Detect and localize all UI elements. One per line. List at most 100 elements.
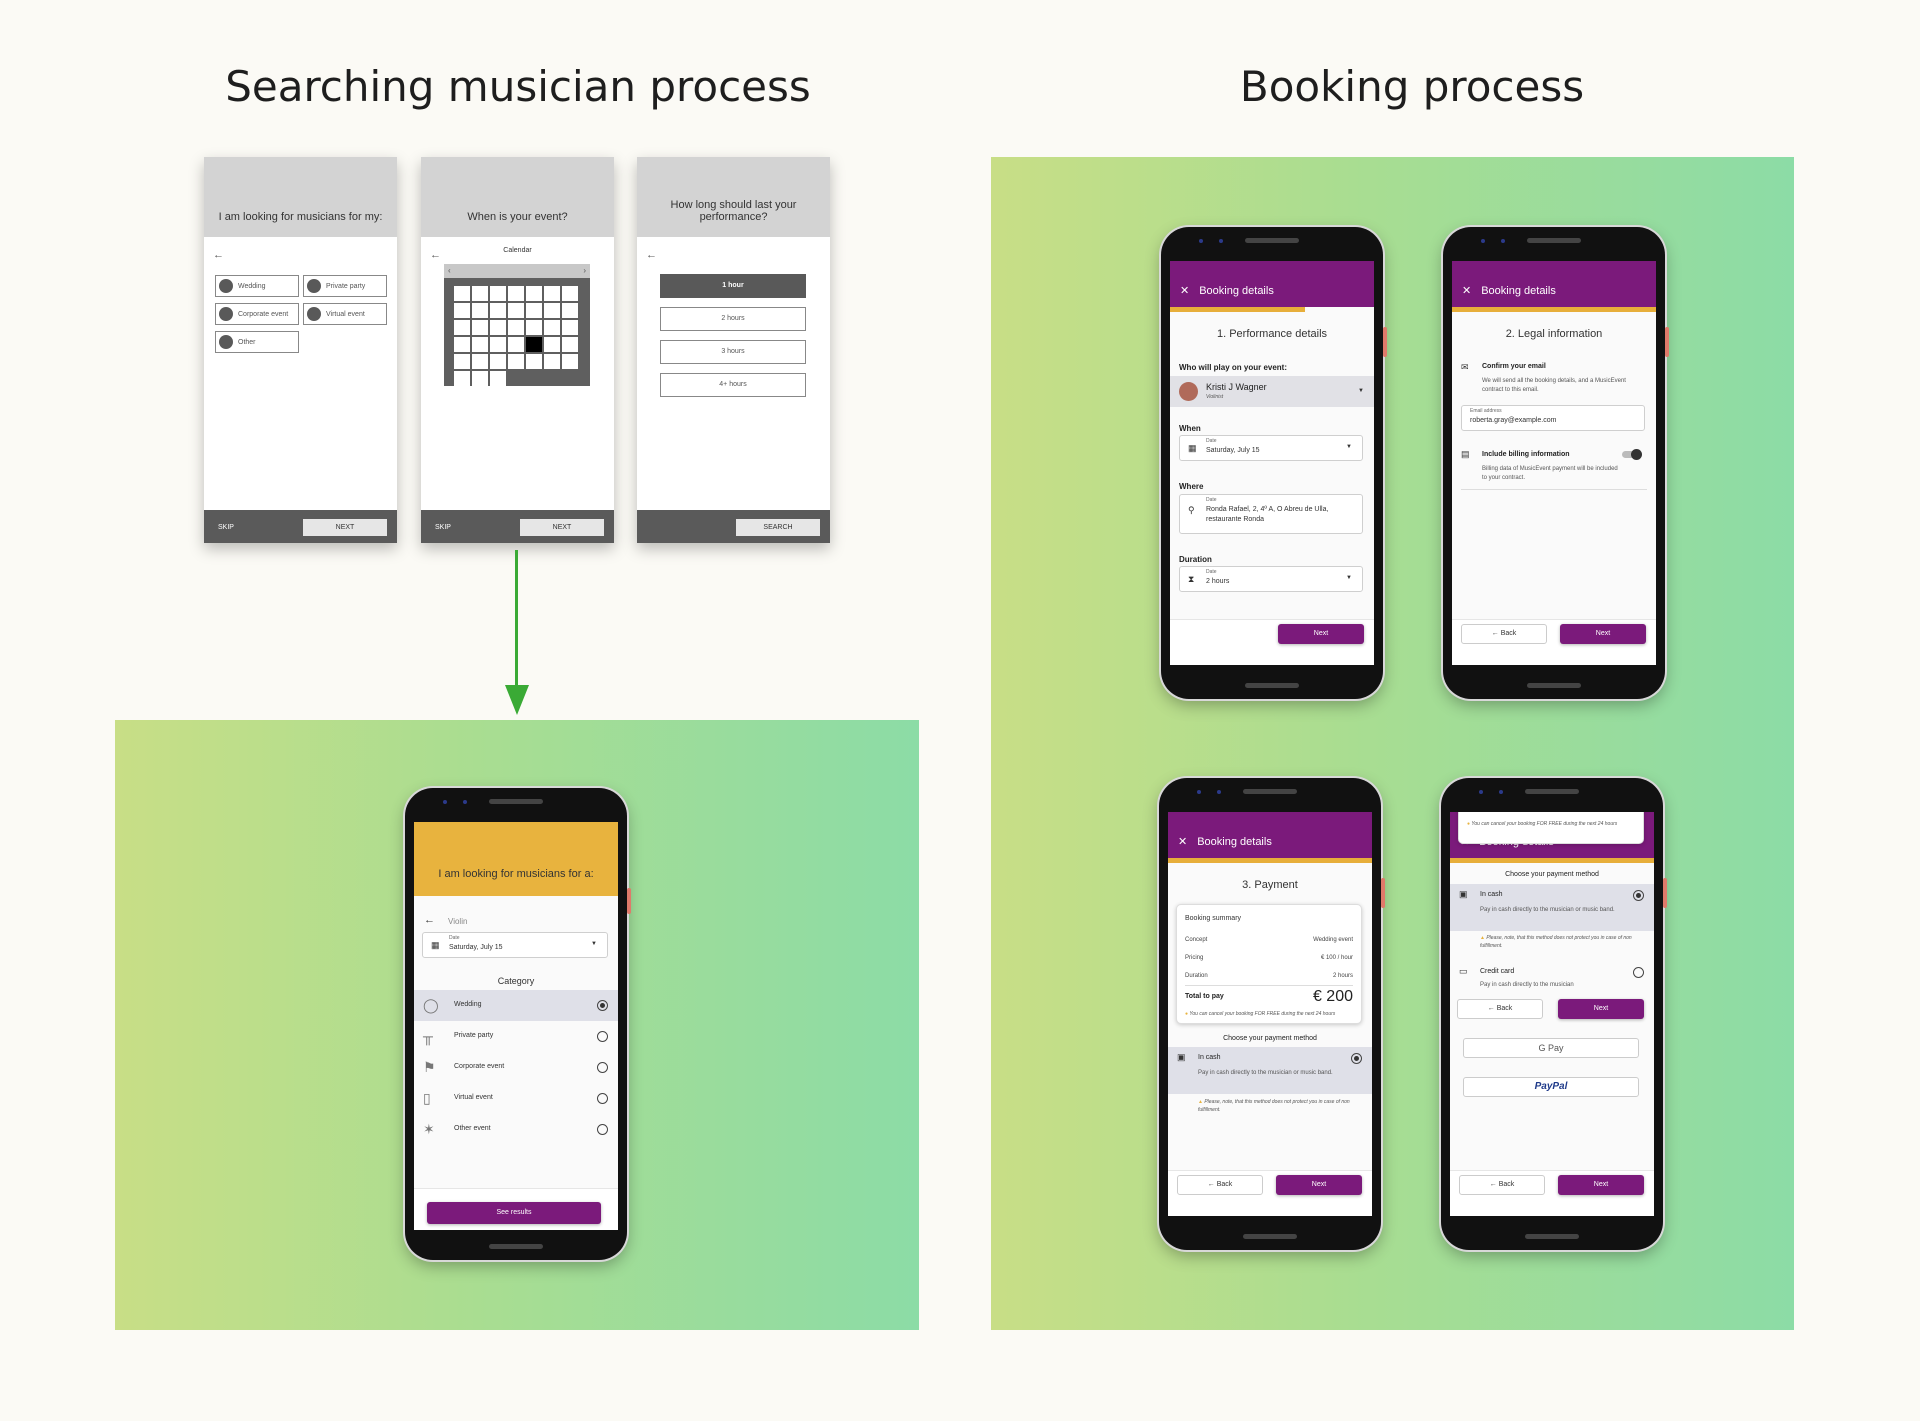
confirm-email-title: Confirm your email — [1482, 363, 1546, 370]
calendar-icon: ▦ — [1188, 443, 1197, 453]
step-title: 3. Payment — [1242, 879, 1298, 891]
calendar[interactable]: ‹› — [444, 264, 590, 386]
skip-button[interactable]: SKIP — [218, 524, 234, 531]
duration-field[interactable]: ⧗ Date 2 hours ▼ — [1179, 566, 1363, 592]
close-icon[interactable]: ✕ — [1180, 285, 1190, 297]
musician-name: Kristi J Wagner — [1206, 382, 1267, 392]
phone-icon: ▯ — [423, 1090, 431, 1106]
next-button[interactable]: Next — [1560, 624, 1646, 644]
wireframe-duration: How long should last your performance? ←… — [637, 157, 830, 543]
warning-note: ▲ Please, note, that this method does no… — [1198, 1099, 1350, 1113]
option-corporate-event[interactable]: Corporate event — [215, 303, 299, 325]
prev-month-icon[interactable]: ‹ — [448, 266, 451, 275]
category-row-virtual-event[interactable]: ▯ Virtual event — [414, 1083, 618, 1114]
musician-selector[interactable]: Kristi J Wagner Violinist ▼ — [1170, 376, 1374, 407]
warning-note: ▲ Please, note, that this method does no… — [1480, 935, 1632, 949]
category-row-other-event[interactable]: ✶ Other event — [414, 1114, 618, 1145]
payment-option-card[interactable]: ▭ Credit card Pay in cash directly to th… — [1450, 961, 1654, 991]
category-row-corporate-event[interactable]: ⚑ Corporate event — [414, 1052, 618, 1083]
ring-icon: ◯ — [423, 997, 439, 1013]
hourglass-icon: ⧗ — [1188, 574, 1195, 584]
back-arrow-icon[interactable]: ← — [424, 914, 435, 926]
back-arrow-icon[interactable]: ← — [430, 249, 441, 261]
back-button[interactable]: ← Back — [1461, 624, 1547, 644]
summary-row: Pricing€ 100 / hour — [1185, 955, 1353, 961]
where-field[interactable]: ⚲ Date Ronda Rafael, 2, 4º A, O Abreu de… — [1179, 494, 1363, 534]
top-app-bar: ✕Booking details — [1168, 812, 1372, 858]
google-pay-button[interactable]: G Pay — [1463, 1038, 1639, 1058]
search-button[interactable]: SEARCH — [736, 519, 820, 536]
total-label: Total to pay — [1185, 993, 1224, 1000]
next-button[interactable]: Next — [1558, 1175, 1644, 1195]
next-button[interactable]: Next — [1276, 1175, 1362, 1195]
instrument-search-field[interactable]: Violin — [448, 917, 468, 926]
search-header: I am looking for musicians for a: — [414, 822, 618, 896]
back-button[interactable]: ← Back — [1177, 1175, 1263, 1195]
close-icon[interactable]: ✕ — [1178, 836, 1188, 848]
category-row-wedding[interactable]: ◯ Wedding — [414, 990, 618, 1021]
radio-selected[interactable] — [1633, 890, 1644, 901]
option-private-party[interactable]: Private party — [303, 275, 387, 297]
progress-stripe — [1450, 858, 1654, 863]
duration-option-4h[interactable]: 4+ hours — [660, 373, 806, 397]
option-virtual-event[interactable]: Virtual event — [303, 303, 387, 325]
wireframe-footer: SKIP NEXT — [421, 510, 614, 543]
corporate-icon: ⚑ — [423, 1059, 436, 1075]
next-button[interactable]: NEXT — [520, 519, 604, 536]
right-section-title: Booking process — [1239, 62, 1585, 111]
wireframe-footer: SEARCH — [637, 510, 830, 543]
duration-option-2h[interactable]: 2 hours — [660, 307, 806, 331]
avatar — [1179, 382, 1198, 401]
email-field[interactable]: Email address roberta.gray@example.com — [1461, 405, 1645, 431]
next-button[interactable]: NEXT — [303, 519, 387, 536]
receipt-icon: ▤ — [1461, 449, 1470, 459]
radio-selected[interactable] — [1351, 1053, 1362, 1064]
when-field[interactable]: ▦ Date Saturday, July 15 ▼ — [1179, 435, 1363, 461]
date-field[interactable]: ▦ Date Saturday, July 15 ▼ — [422, 932, 608, 958]
duration-option-1h[interactable]: 1 hour — [660, 274, 806, 298]
back-arrow-icon[interactable]: ← — [213, 249, 224, 261]
dropdown-icon: ▼ — [591, 941, 597, 947]
next-button[interactable]: Next — [1278, 624, 1364, 644]
next-month-icon[interactable]: › — [583, 266, 586, 275]
payment-option-cash[interactable]: ▣ In cash Pay in cash directly to the mu… — [1450, 884, 1654, 931]
option-wedding[interactable]: Wedding — [215, 275, 299, 297]
credit-card-icon: ▭ — [1459, 966, 1468, 976]
duration-option-3h[interactable]: 3 hours — [660, 340, 806, 364]
progress-stripe — [1168, 858, 1372, 863]
radio-selected[interactable] — [597, 1000, 608, 1011]
billing-title: Include billing information — [1482, 451, 1570, 458]
option-other[interactable]: Other — [215, 331, 299, 353]
duration-label: Duration — [1179, 555, 1212, 564]
booking-phone-step3: ✕Booking details 3. Payment Booking summ… — [1159, 778, 1385, 1250]
category-row-private-party[interactable]: ╥ Private party — [414, 1021, 618, 1052]
category-title: Category — [497, 976, 535, 986]
paypal-button[interactable]: PayPal — [1463, 1077, 1639, 1097]
see-results-button[interactable]: See results — [427, 1202, 601, 1224]
cash-icon: ▣ — [1459, 889, 1468, 899]
close-icon[interactable]: ✕ — [1462, 285, 1472, 297]
who-label: Who will play on your event: — [1179, 363, 1288, 372]
payment-method-title: Choose your payment method — [1223, 1035, 1317, 1042]
back-button[interactable]: ← Back — [1459, 1175, 1545, 1195]
location-pin-icon: ⚲ — [1188, 505, 1195, 515]
progress-stripe — [1170, 307, 1305, 312]
step-title: 1. Performance details — [1216, 328, 1328, 340]
wireframe-date: When is your event? ← Calendar ‹› SKIP N… — [421, 157, 614, 543]
back-button[interactable]: ← Back — [1457, 999, 1543, 1019]
search-phone: I am looking for musicians for a: ← Viol… — [405, 788, 631, 1260]
selected-day[interactable] — [526, 337, 542, 352]
next-button[interactable]: Next — [1558, 999, 1644, 1019]
wireframe-footer: SKIP NEXT — [204, 510, 397, 543]
calendar-grid[interactable] — [444, 278, 590, 386]
billing-toggle[interactable] — [1622, 449, 1642, 460]
payment-option-cash[interactable]: ▣ In cash Pay in cash directly to the mu… — [1168, 1047, 1372, 1094]
party-icon: ✶ — [423, 1121, 435, 1137]
skip-button[interactable]: SKIP — [435, 524, 451, 531]
left-section-title: Searching musician process — [225, 62, 811, 111]
back-arrow-icon[interactable]: ← — [646, 249, 657, 261]
cash-icon: ▣ — [1177, 1052, 1186, 1062]
date-label: Date — [449, 935, 460, 941]
